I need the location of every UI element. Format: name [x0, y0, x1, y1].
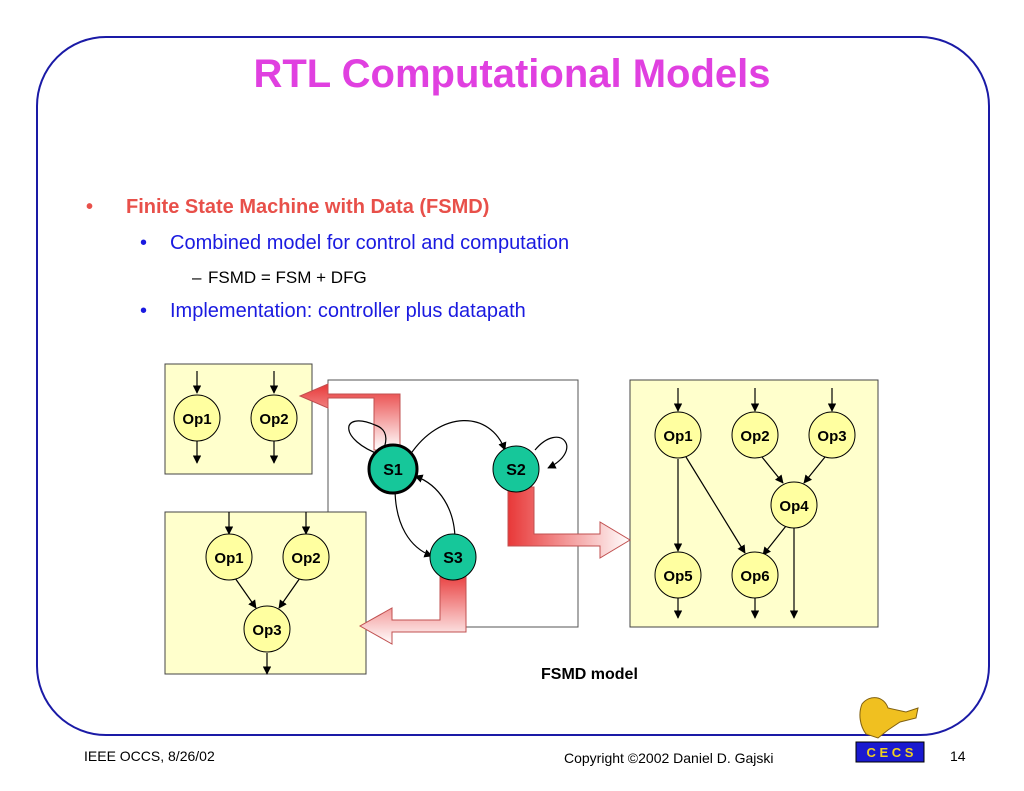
state-s2: S2 — [492, 445, 540, 493]
op-label: Op5 — [663, 568, 692, 585]
op-label: Op2 — [740, 428, 769, 445]
op-node: Op2 — [282, 533, 330, 581]
s1-self-loop — [348, 420, 387, 459]
op-node: Op4 — [770, 481, 818, 529]
op-label: Op1 — [182, 411, 211, 428]
page-number: 14 — [950, 748, 966, 764]
diagram-caption: FSMD model — [541, 666, 638, 683]
state-s3-label: S3 — [443, 550, 463, 567]
state-s1: S1 — [367, 443, 419, 495]
op-node: Op3 — [808, 411, 856, 459]
op-node: Op1 — [173, 394, 221, 442]
bullet-level1-text: Finite State Machine with Data (FSMD) — [126, 196, 490, 218]
op-node: Op6 — [731, 551, 779, 599]
op-label: Op4 — [779, 498, 809, 515]
s3-output-arrow — [358, 571, 467, 645]
lion-emblem — [859, 697, 919, 739]
state-s3: S3 — [429, 533, 477, 581]
bullet-level1: • Finite State Machine with Data (FSMD) — [86, 196, 489, 219]
state-s2-label: S2 — [506, 462, 526, 479]
op-node: Op1 — [654, 411, 702, 459]
op-label: Op3 — [817, 428, 846, 445]
bullet-dot: • — [140, 232, 148, 254]
op-node: Op2 — [250, 394, 298, 442]
bullet-level2-b-text: Implementation: controller plus datapath — [170, 300, 526, 322]
op-node: Op5 — [654, 551, 702, 599]
bullet-dash: – — [192, 268, 202, 287]
op-node: Op2 — [731, 411, 779, 459]
s2-output-arrow — [507, 486, 631, 559]
cecs-logo: C E C S — [855, 697, 925, 763]
op-label: Op1 — [663, 428, 692, 445]
bullet-level3: – FSMD = FSM + DFG — [192, 268, 367, 288]
bullet-dot: • — [86, 196, 94, 218]
logo-banner — [855, 741, 925, 763]
bullet-dot: • — [140, 300, 148, 322]
bullet-level2-a-text: Combined model for control and computati… — [170, 232, 570, 254]
slide-frame — [36, 36, 990, 736]
logo-text: C E C S — [867, 745, 914, 760]
footer-left: IEEE OCCS, 8/26/02 — [84, 748, 215, 764]
state-s1-label: S1 — [383, 462, 403, 479]
slide-title: RTL Computational Models — [253, 52, 771, 96]
s1-to-s2-transition — [409, 420, 507, 456]
s2-self-loop — [534, 436, 568, 469]
op-label: Op6 — [740, 568, 769, 585]
s3-to-s1-transition — [414, 474, 456, 541]
op-node: Op1 — [205, 533, 253, 581]
bullet-level3-text: FSMD = FSM + DFG — [208, 268, 367, 287]
s1-to-s3-transition — [394, 487, 433, 558]
op-label: Op3 — [252, 622, 281, 639]
op-label: Op1 — [214, 550, 243, 567]
op-label: Op2 — [259, 411, 288, 428]
footer-copyright: Copyright ©2002 Daniel D. Gajski — [564, 750, 774, 766]
op-node: Op3 — [243, 605, 291, 653]
op-label: Op2 — [291, 550, 320, 567]
